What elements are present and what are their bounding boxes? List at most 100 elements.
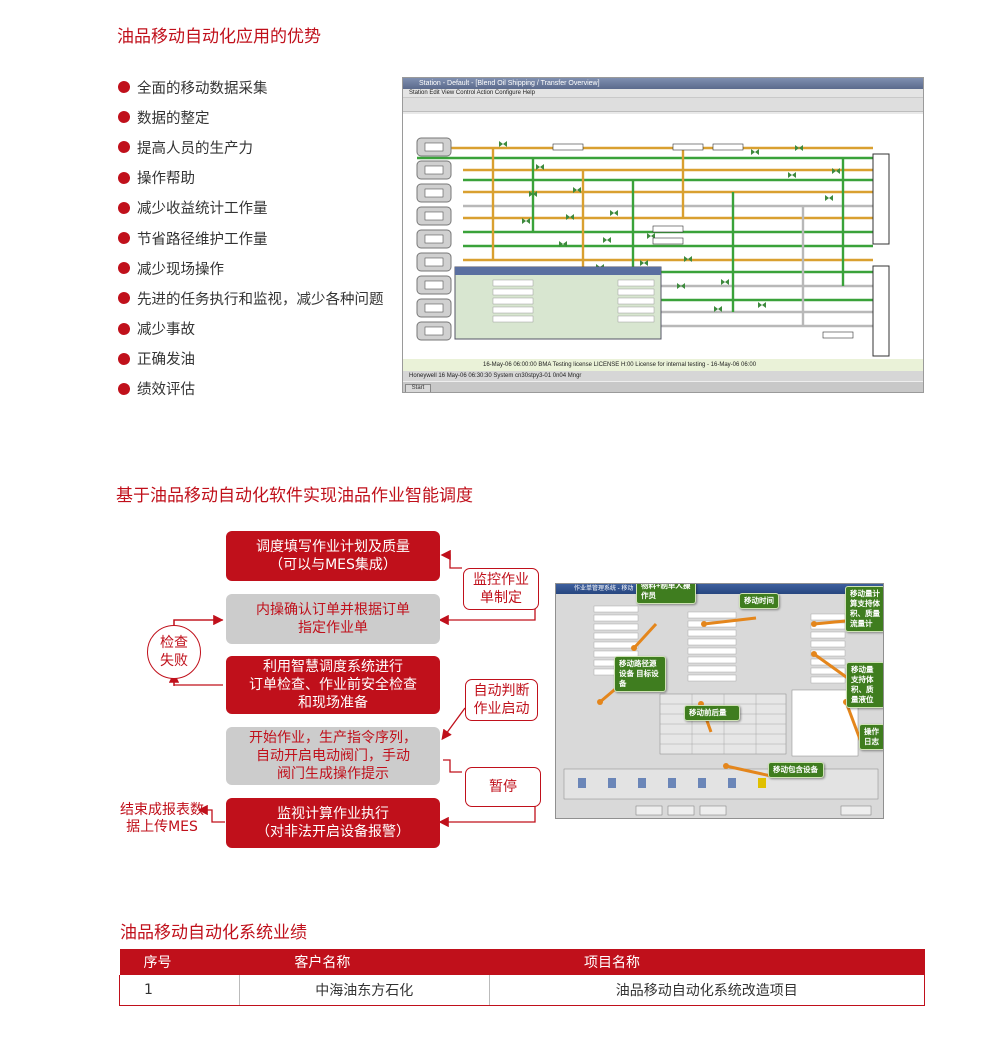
- tank-gauge-icon: [424, 165, 444, 175]
- bullet-dot-icon: [118, 322, 130, 335]
- cell-project: 油品移动自动化系统改造项目: [489, 975, 926, 1006]
- label-auto-start: 自动判断 作业启动: [465, 679, 538, 721]
- form-field: [810, 631, 846, 639]
- advantage-label: 提高人员的生产力: [137, 140, 253, 157]
- section-title-advantages: 油品移动自动化应用的优势: [117, 27, 321, 47]
- valve-icon: [714, 306, 722, 312]
- device-icon: [728, 778, 736, 788]
- valve-icon: [832, 168, 840, 174]
- device-icon: [608, 778, 616, 788]
- table-header-row: 序号 客户名称 项目名称: [119, 949, 925, 975]
- valve-icon: [640, 260, 648, 266]
- valve-icon: [610, 210, 618, 216]
- callout-arrow: [725, 764, 772, 778]
- section-title-performance: 油品移动自动化系统业绩: [120, 923, 307, 943]
- popup-field: [617, 315, 655, 323]
- step-check-line-3: 和现场准备: [298, 695, 368, 711]
- popup-field: [617, 297, 655, 305]
- section-title-dispatch: 基于油品移动自动化软件实现油品作业智能调度: [116, 486, 473, 506]
- advantage-item: 减少事故: [118, 314, 384, 344]
- step-check-line-2: 订单检查、作业前安全检查: [249, 677, 417, 693]
- advantage-item: 提高人员的生产力: [118, 132, 384, 162]
- advantage-item: 减少现场操作: [118, 253, 384, 283]
- popup-field: [617, 279, 655, 287]
- form-button: [699, 805, 727, 816]
- form-field: [593, 623, 639, 631]
- form-field: [687, 674, 737, 682]
- scada-menu-bar: Station Edit View Control Action Configu…: [403, 89, 923, 98]
- advantage-item: 数据的整定: [118, 102, 384, 132]
- advantage-item: 绩效评估: [118, 374, 384, 404]
- valve-icon: [751, 149, 759, 155]
- label-monitor-line-2: 单制定: [480, 590, 522, 606]
- tag-box: [552, 143, 584, 151]
- step-confirm-line-2: 指定作业单: [298, 620, 368, 636]
- valve-icon: [559, 241, 567, 247]
- advantage-label: 绩效评估: [137, 382, 195, 399]
- valve-icon: [647, 233, 655, 239]
- scada-screenshot: Station - Default - [Blend Oil Shipping …: [402, 77, 924, 393]
- advantage-item: 减少收益统计工作量: [118, 193, 384, 223]
- form-field: [687, 656, 737, 664]
- step-monitor: 监视计算作业执行 （对非法开启设备报警）: [226, 798, 440, 848]
- form-field: [593, 632, 639, 640]
- step-confirm: 内操确认订单并根据订单 指定作业单: [226, 594, 440, 644]
- form-field: [593, 614, 639, 622]
- scada-status-line: 16-May-06 06:00:00 BMA Testing license L…: [403, 359, 923, 371]
- advantage-label: 先进的任务执行和监视，减少各种问题: [137, 291, 384, 308]
- scada-taskbar: Start: [403, 381, 923, 392]
- valve-icon: [825, 195, 833, 201]
- advantage-item: 全面的移动数据采集: [118, 72, 384, 102]
- callout-before-after: 移动前后量: [684, 705, 740, 721]
- callout-arrow-head: [701, 621, 707, 627]
- valve-icon: [573, 187, 581, 193]
- step-plan: 调度填写作业计划及质量 （可以与MES集成）: [226, 531, 440, 581]
- table-row: 1 中海油东方石化 油品移动自动化系统改造项目: [119, 975, 926, 1006]
- label-end-report: 结束成报表数 据上传MES: [120, 802, 204, 836]
- form-button: [840, 805, 872, 816]
- tag-box: [672, 143, 704, 151]
- callout-arrow: [703, 616, 757, 626]
- form-field: [810, 667, 846, 675]
- scada-window-title: Station - Default - [Blend Oil Shipping …: [403, 78, 923, 89]
- popup-field: [492, 279, 534, 287]
- bullet-dot-icon: [118, 201, 130, 214]
- valve-icon: [536, 164, 544, 170]
- device-icon: [668, 778, 676, 788]
- tank-gauge-icon: [424, 211, 444, 221]
- bullet-dot-icon: [118, 382, 130, 395]
- header-customer: 客户名称: [239, 949, 490, 975]
- advantage-label: 数据的整定: [137, 110, 210, 127]
- tank-gauge-icon: [424, 257, 444, 267]
- valve-icon: [522, 218, 530, 224]
- valve-icon: [529, 191, 537, 197]
- tank-gauge-icon: [424, 280, 444, 290]
- popup-field: [617, 288, 655, 296]
- device-icon: [578, 778, 586, 788]
- bullet-dot-icon: [118, 111, 130, 124]
- callout-arrow: [844, 701, 863, 743]
- step-monitor-line-1: 监视计算作业执行: [277, 806, 389, 822]
- advantage-item: 正确发油: [118, 344, 384, 374]
- valve-icon: [566, 214, 574, 220]
- device-icon: [698, 778, 706, 788]
- tank-gauge-icon: [424, 326, 444, 336]
- step-check-line-1: 利用智慧调度系统进行: [263, 659, 403, 675]
- advantage-label: 减少收益统计工作量: [137, 201, 268, 218]
- callout-arrow: [632, 622, 658, 650]
- popup-field: [617, 306, 655, 314]
- tag-box: [652, 237, 684, 245]
- valve-icon: [788, 172, 796, 178]
- bullet-dot-icon: [118, 262, 130, 275]
- scada-status-line-2: Honeywell 16 May-06 06:30:30 System cn30…: [403, 371, 923, 381]
- callout-move-path: 移动路径源设备 目标设备: [614, 656, 666, 692]
- cell-index: 1: [119, 975, 240, 1006]
- callout-volume-level: 移动量支持体积、质量液位: [846, 662, 883, 708]
- step-check: 利用智慧调度系统进行 订单检查、作业前安全检查 和现场准备: [226, 656, 440, 714]
- dispatch-form-canvas: [556, 594, 883, 818]
- scada-pipeline-canvas: [403, 114, 923, 359]
- valve-icon: [499, 141, 507, 147]
- tag-box: [652, 225, 684, 233]
- step-start-line-3: 阀门生成操作提示: [277, 766, 389, 782]
- step-start-line-2: 自动开启电动阀门，手动: [256, 748, 410, 764]
